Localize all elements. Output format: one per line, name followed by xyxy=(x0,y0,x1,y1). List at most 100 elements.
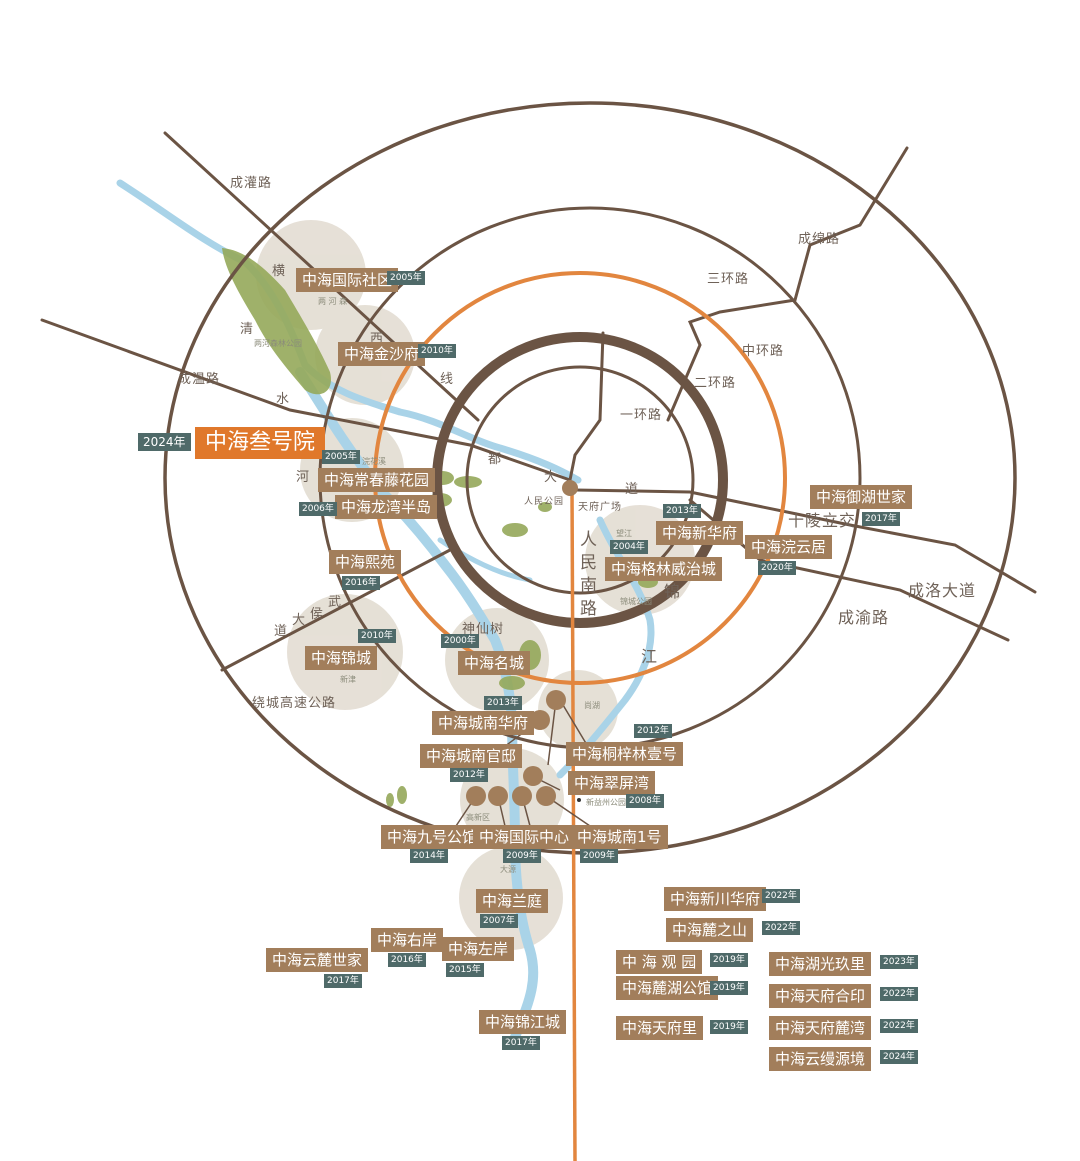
project-label[interactable]: 中海国际中心 xyxy=(473,825,576,849)
project-label[interactable]: 中海云麓世家 xyxy=(266,948,369,972)
char-dao: 道 xyxy=(625,482,640,497)
project-label[interactable]: 中海城南官邸 xyxy=(420,744,523,768)
project-label[interactable]: 中海右岸 xyxy=(371,928,444,952)
tiny-label: 新津 xyxy=(340,675,356,684)
project-year: 2017年 xyxy=(502,1036,540,1050)
project-year: 2012年 xyxy=(450,768,488,782)
road-label-erhuan: 二环路 xyxy=(694,376,737,391)
project-year-featured: 2024年 xyxy=(138,433,191,451)
project-label[interactable]: 中海湖光玖里 xyxy=(769,952,872,976)
project-year: 2015年 xyxy=(446,963,484,977)
second-ring xyxy=(432,332,728,628)
road-label-chengyu: 成渝路 xyxy=(838,608,890,627)
road-chengmian xyxy=(666,146,909,422)
char-xian: 线 xyxy=(440,372,455,387)
road-label-raocheng: 绕城高速公路 xyxy=(252,696,337,711)
project-year: 2006年 xyxy=(299,502,337,516)
project-label[interactable]: 中海左岸 xyxy=(442,937,515,961)
project-label[interactable]: 中海天府合印 xyxy=(769,984,872,1008)
project-label[interactable]: 中海锦江城 xyxy=(479,1010,567,1034)
project-label[interactable]: 中海御湖世家 xyxy=(810,485,913,509)
project-dots xyxy=(466,690,566,806)
project-year: 2010年 xyxy=(418,344,456,358)
project-year: 2017年 xyxy=(862,512,900,526)
project-label[interactable]: 中海龙湾半岛 xyxy=(335,495,438,519)
project-year: 2012年 xyxy=(634,724,672,738)
project-year: 2022年 xyxy=(880,1019,918,1033)
project-year: 2024年 xyxy=(880,1050,918,1064)
char-qing: 清 xyxy=(240,322,255,337)
park xyxy=(222,248,331,395)
project-label[interactable]: 中海熙苑 xyxy=(329,550,402,574)
road-label-chengguan: 成灌路 xyxy=(230,176,273,191)
char-hou: 侯 xyxy=(310,607,325,622)
char-dao-road: 道 xyxy=(274,624,289,639)
project-label[interactable]: 中海桐梓林壹号 xyxy=(566,742,684,766)
road-label-renmin-south: 人民南路 xyxy=(576,530,596,622)
park xyxy=(502,523,528,537)
project-year: 2022年 xyxy=(880,987,918,1001)
park xyxy=(386,793,394,807)
project-label[interactable]: 中海云缦源境 xyxy=(769,1047,872,1071)
road-label-shilingli: 十陵立交 xyxy=(788,511,857,530)
project-year: 2008年 xyxy=(626,794,664,808)
char-heng: 横 xyxy=(272,264,287,279)
tiny-label: 望江 xyxy=(616,529,632,538)
project-year: 2020年 xyxy=(758,561,796,575)
project-year: 2019年 xyxy=(710,981,748,995)
road-north xyxy=(568,331,605,482)
project-label[interactable]: 中海新川华府 xyxy=(664,887,767,911)
road-chengluo xyxy=(573,488,1037,594)
first-ring xyxy=(465,365,695,595)
project-label[interactable]: 中海锦城 xyxy=(305,646,378,670)
project-label-featured[interactable]: 中海叁号院 xyxy=(195,427,326,459)
road-label-chengmian: 成绵路 xyxy=(798,232,841,247)
project-label[interactable]: 中海名城 xyxy=(458,651,531,675)
char-wu: 武 xyxy=(328,595,343,610)
project-year: 2009年 xyxy=(503,849,541,863)
project-label[interactable]: 中海浣云居 xyxy=(745,535,833,559)
project-label[interactable]: 中海天府里 xyxy=(616,1016,704,1040)
char-he: 河 xyxy=(296,470,311,485)
project-label[interactable]: 中海新华府 xyxy=(656,521,744,545)
project-year: 2009年 xyxy=(580,849,618,863)
char-shui: 水 xyxy=(276,392,291,407)
project-year: 2019年 xyxy=(710,1020,748,1034)
river-fu xyxy=(116,179,582,484)
road-label-tianfu: 天府广场 xyxy=(578,502,622,513)
road-label-chengwen: 成温路 xyxy=(178,372,221,387)
tiny-label: 浣花溪 xyxy=(362,457,386,466)
project-label[interactable]: 中海城南华府 xyxy=(432,711,535,735)
project-year: 2022年 xyxy=(762,889,800,903)
project-year: 2013年 xyxy=(663,504,701,518)
road-label-sanhuan: 三环路 xyxy=(707,272,750,287)
park xyxy=(499,676,525,690)
project-label[interactable]: 中海兰庭 xyxy=(476,889,549,913)
tianfu-square-dot xyxy=(562,480,578,496)
project-label[interactable]: 中海翠屏湾 xyxy=(568,771,656,795)
project-label[interactable]: 中海格林威治城 xyxy=(605,557,723,581)
project-year: 2016年 xyxy=(388,953,426,967)
project-label[interactable]: 中海国际社区 xyxy=(296,268,399,292)
project-label[interactable]: 中海麓湖公馆 xyxy=(616,976,719,1000)
project-year: 2010年 xyxy=(358,629,396,643)
project-label[interactable]: 中海金沙府 xyxy=(338,342,426,366)
tiny-label: 大源 xyxy=(500,865,516,874)
project-year: 2023年 xyxy=(880,955,918,969)
project-label[interactable]: 中海常春藤花园 xyxy=(318,468,436,492)
project-label[interactable]: 中 海 观 园 xyxy=(616,950,703,974)
project-label[interactable]: 中海天府麓湾 xyxy=(769,1016,872,1040)
project-year: 2005年 xyxy=(322,450,360,464)
char-jiang: 江 xyxy=(641,647,659,666)
project-label[interactable]: 中海麓之山 xyxy=(666,918,754,942)
tiny-label: 两河森林公园 xyxy=(254,339,302,348)
tiny-label: 新益州公园 xyxy=(586,798,626,807)
road-label-yihuan: 一环路 xyxy=(620,408,663,423)
project-year: 2013年 xyxy=(484,696,522,710)
char-jin: 锦 xyxy=(664,582,682,601)
project-year: 2016年 xyxy=(342,576,380,590)
project-label[interactable]: 中海城南1号 xyxy=(571,825,668,849)
project-year: 2007年 xyxy=(480,914,518,928)
label-shenxianshu: 神仙树 xyxy=(462,622,505,637)
project-label[interactable]: 中海九号公馆 xyxy=(381,825,484,849)
